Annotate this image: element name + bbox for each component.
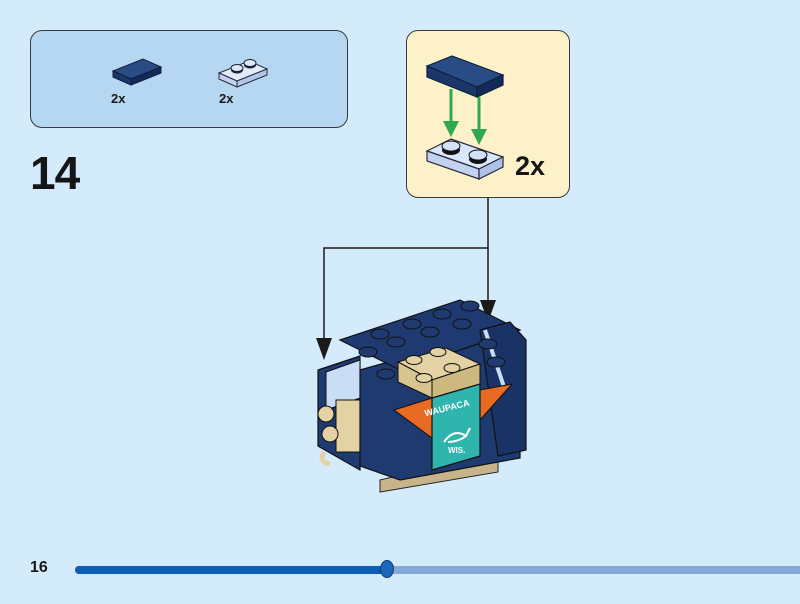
parts-list-box: 2x 2x [30, 30, 348, 128]
page-number: 16 [30, 559, 48, 576]
part-light-blue-plate [217, 59, 269, 88]
step-number: 14 [30, 147, 80, 199]
sub-assembly-quantity: 2x [515, 151, 546, 181]
arrow-down-icon [480, 300, 496, 322]
arrow-down-icon [471, 97, 487, 145]
progress-fill [75, 566, 387, 574]
progress-thumb[interactable] [379, 560, 394, 578]
sign-text-bottom: WIS. [448, 446, 466, 455]
part-quantity: 2x [219, 91, 234, 106]
arrow-down-icon [443, 89, 459, 137]
part-dark-blue-tile [111, 58, 163, 86]
arrow-down-icon [316, 338, 332, 360]
sub-assembly-callout: 2x [406, 30, 570, 198]
part-quantity: 2x [111, 91, 126, 106]
sub-assembly-illustration [425, 55, 505, 180]
progress-bar[interactable] [75, 560, 800, 578]
sign-panel [431, 383, 481, 471]
